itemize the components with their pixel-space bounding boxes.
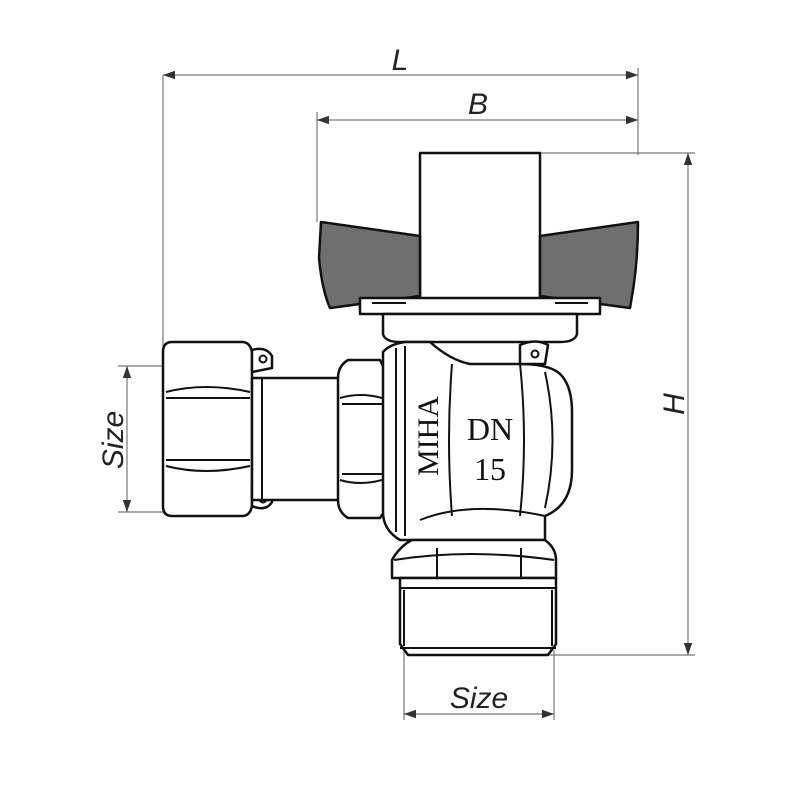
nut-tab-top <box>250 347 274 374</box>
male-thread <box>398 576 558 657</box>
butterfly-handle <box>317 151 640 344</box>
bottom-hex <box>390 538 558 580</box>
handle-wing-right <box>538 220 640 310</box>
small-hex-nut <box>336 358 386 520</box>
connecting-pipe <box>250 376 346 502</box>
union-nut <box>161 340 274 518</box>
stem-collar <box>381 312 579 344</box>
dimension-thread-size: Size <box>403 650 555 720</box>
dimension-label-B: B <box>468 88 488 121</box>
valve-body <box>381 340 574 542</box>
dimension-union-size: Size <box>97 365 165 513</box>
handle-wing-left <box>317 220 422 310</box>
dimension-B: B <box>316 88 638 222</box>
dimension-H: H <box>540 152 695 656</box>
dn-value: 15 <box>474 451 506 487</box>
dimension-label-L: L <box>392 44 409 77</box>
dimension-label-union-size: Size <box>97 411 130 469</box>
body-marking: MIHA DN 15 <box>412 396 513 487</box>
dimension-L: L <box>162 44 639 355</box>
dimension-label-thread-size: Size <box>450 682 508 715</box>
body-tab <box>518 340 550 366</box>
handle-base-plate <box>358 296 602 316</box>
dn-label: DN <box>467 411 513 447</box>
brand-mark: MIHA <box>412 396 445 476</box>
dimension-label-H: H <box>658 393 691 415</box>
